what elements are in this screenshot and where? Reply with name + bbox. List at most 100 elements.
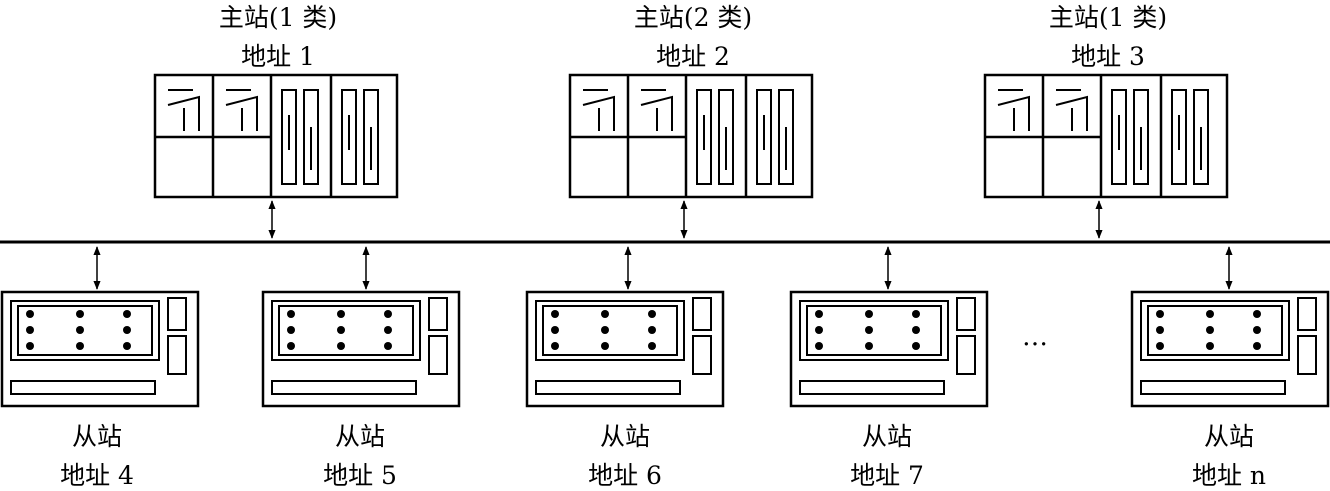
slave-address-7: 地址 7 — [850, 461, 924, 490]
slave-title-7: 从站 — [861, 422, 913, 451]
indicator-dot — [1253, 326, 1261, 334]
slave-slot — [799, 380, 945, 395]
slave-address-5: 地址 5 — [323, 461, 397, 490]
indicator-dot — [648, 342, 656, 350]
slave-display-inner — [1147, 305, 1283, 356]
slave-side-button — [692, 297, 712, 331]
master-station-1 — [153, 73, 399, 199]
indicator-dot — [601, 342, 609, 350]
indicator-dot — [287, 342, 295, 350]
slave-side-button — [167, 297, 187, 331]
io-slot — [1171, 89, 1187, 185]
io-slot — [341, 89, 357, 185]
indicator-dot — [123, 310, 131, 318]
indicator-dot — [384, 310, 392, 318]
slave-slot — [535, 380, 681, 395]
indicator-dot — [1206, 326, 1214, 334]
indicator-dot — [551, 310, 559, 318]
indicator-dot — [1206, 342, 1214, 350]
indicator-dot — [815, 342, 823, 350]
master-station-3 — [983, 73, 1229, 199]
slave-frame — [789, 290, 989, 408]
indicator-dot — [648, 326, 656, 334]
slave-title-4: 从站 — [71, 422, 123, 451]
slave-station-5 — [1130, 290, 1330, 408]
slave-station-2 — [261, 290, 461, 408]
slave-display-outer — [535, 300, 685, 361]
indicator-dot — [76, 326, 84, 334]
indicator-dot — [865, 326, 873, 334]
slave-side-button — [1297, 297, 1317, 331]
indicator-dot — [1253, 342, 1261, 350]
slave-side-button — [167, 335, 187, 375]
slave-address-6: 地址 6 — [588, 461, 662, 490]
io-slot — [778, 89, 794, 185]
io-slot — [696, 89, 712, 185]
slave-display-outer — [799, 300, 949, 361]
slave-title-6: 从站 — [599, 422, 651, 451]
indicator-dot — [76, 310, 84, 318]
indicator-dot — [601, 310, 609, 318]
slave-display-inner — [542, 305, 678, 356]
more-slaves-ellipsis: … — [1022, 322, 1051, 352]
slave-title-5: 从站 — [334, 422, 386, 451]
slave-frame — [525, 290, 725, 408]
digit-segment — [640, 95, 673, 131]
indicator-dot — [123, 342, 131, 350]
master-title-2: 主站(2 类) — [633, 3, 753, 32]
slave-display-inner — [17, 305, 153, 356]
digit-segment — [997, 95, 1030, 131]
master-address-2: 地址 2 — [656, 42, 730, 71]
indicator-dot — [1156, 310, 1164, 318]
slave-display-inner — [278, 305, 414, 356]
indicator-dot — [337, 326, 345, 334]
indicator-dot — [287, 310, 295, 318]
slave-display-outer — [10, 300, 160, 361]
indicator-dot — [337, 342, 345, 350]
slave-station-4 — [789, 290, 989, 408]
master-address-3: 地址 3 — [1071, 42, 1145, 71]
indicator-dot — [26, 342, 34, 350]
slave-side-button — [692, 335, 712, 375]
digit-segment — [582, 95, 615, 131]
indicator-dot — [26, 310, 34, 318]
slave-station-3 — [525, 290, 725, 408]
indicator-dot — [815, 326, 823, 334]
indicator-dot — [123, 326, 131, 334]
slave-frame — [261, 290, 461, 408]
indicator-dot — [815, 310, 823, 318]
master-title-3: 主站(1 类) — [1048, 3, 1168, 32]
indicator-dot — [648, 310, 656, 318]
indicator-dot — [337, 310, 345, 318]
digit-segment — [1055, 95, 1088, 131]
indicator-dot — [287, 326, 295, 334]
indicator-dot — [384, 326, 392, 334]
slave-side-button — [428, 335, 448, 375]
io-slot — [303, 89, 319, 185]
indicator-dot — [912, 326, 920, 334]
indicator-dot — [1206, 310, 1214, 318]
slave-side-button — [428, 297, 448, 331]
indicator-dot — [384, 342, 392, 350]
slave-side-button — [1297, 335, 1317, 375]
io-slot — [363, 89, 379, 185]
slave-side-button — [956, 297, 976, 331]
digit-segment — [167, 95, 200, 131]
io-slot — [1111, 89, 1127, 185]
io-slot — [1193, 89, 1209, 185]
slave-slot — [10, 380, 156, 395]
io-slot — [718, 89, 734, 185]
slave-title-n: 从站 — [1203, 422, 1255, 451]
master-address-1: 地址 1 — [241, 42, 315, 71]
master-title-1: 主站(1 类) — [218, 3, 338, 32]
slave-address-n: 地址 n — [1191, 461, 1267, 490]
indicator-dot — [865, 310, 873, 318]
indicator-dot — [1156, 326, 1164, 334]
slave-display-outer — [1140, 300, 1290, 361]
slave-address-4: 地址 4 — [60, 461, 134, 490]
indicator-dot — [912, 342, 920, 350]
indicator-dot — [865, 342, 873, 350]
slave-frame — [0, 290, 200, 408]
indicator-dot — [912, 310, 920, 318]
